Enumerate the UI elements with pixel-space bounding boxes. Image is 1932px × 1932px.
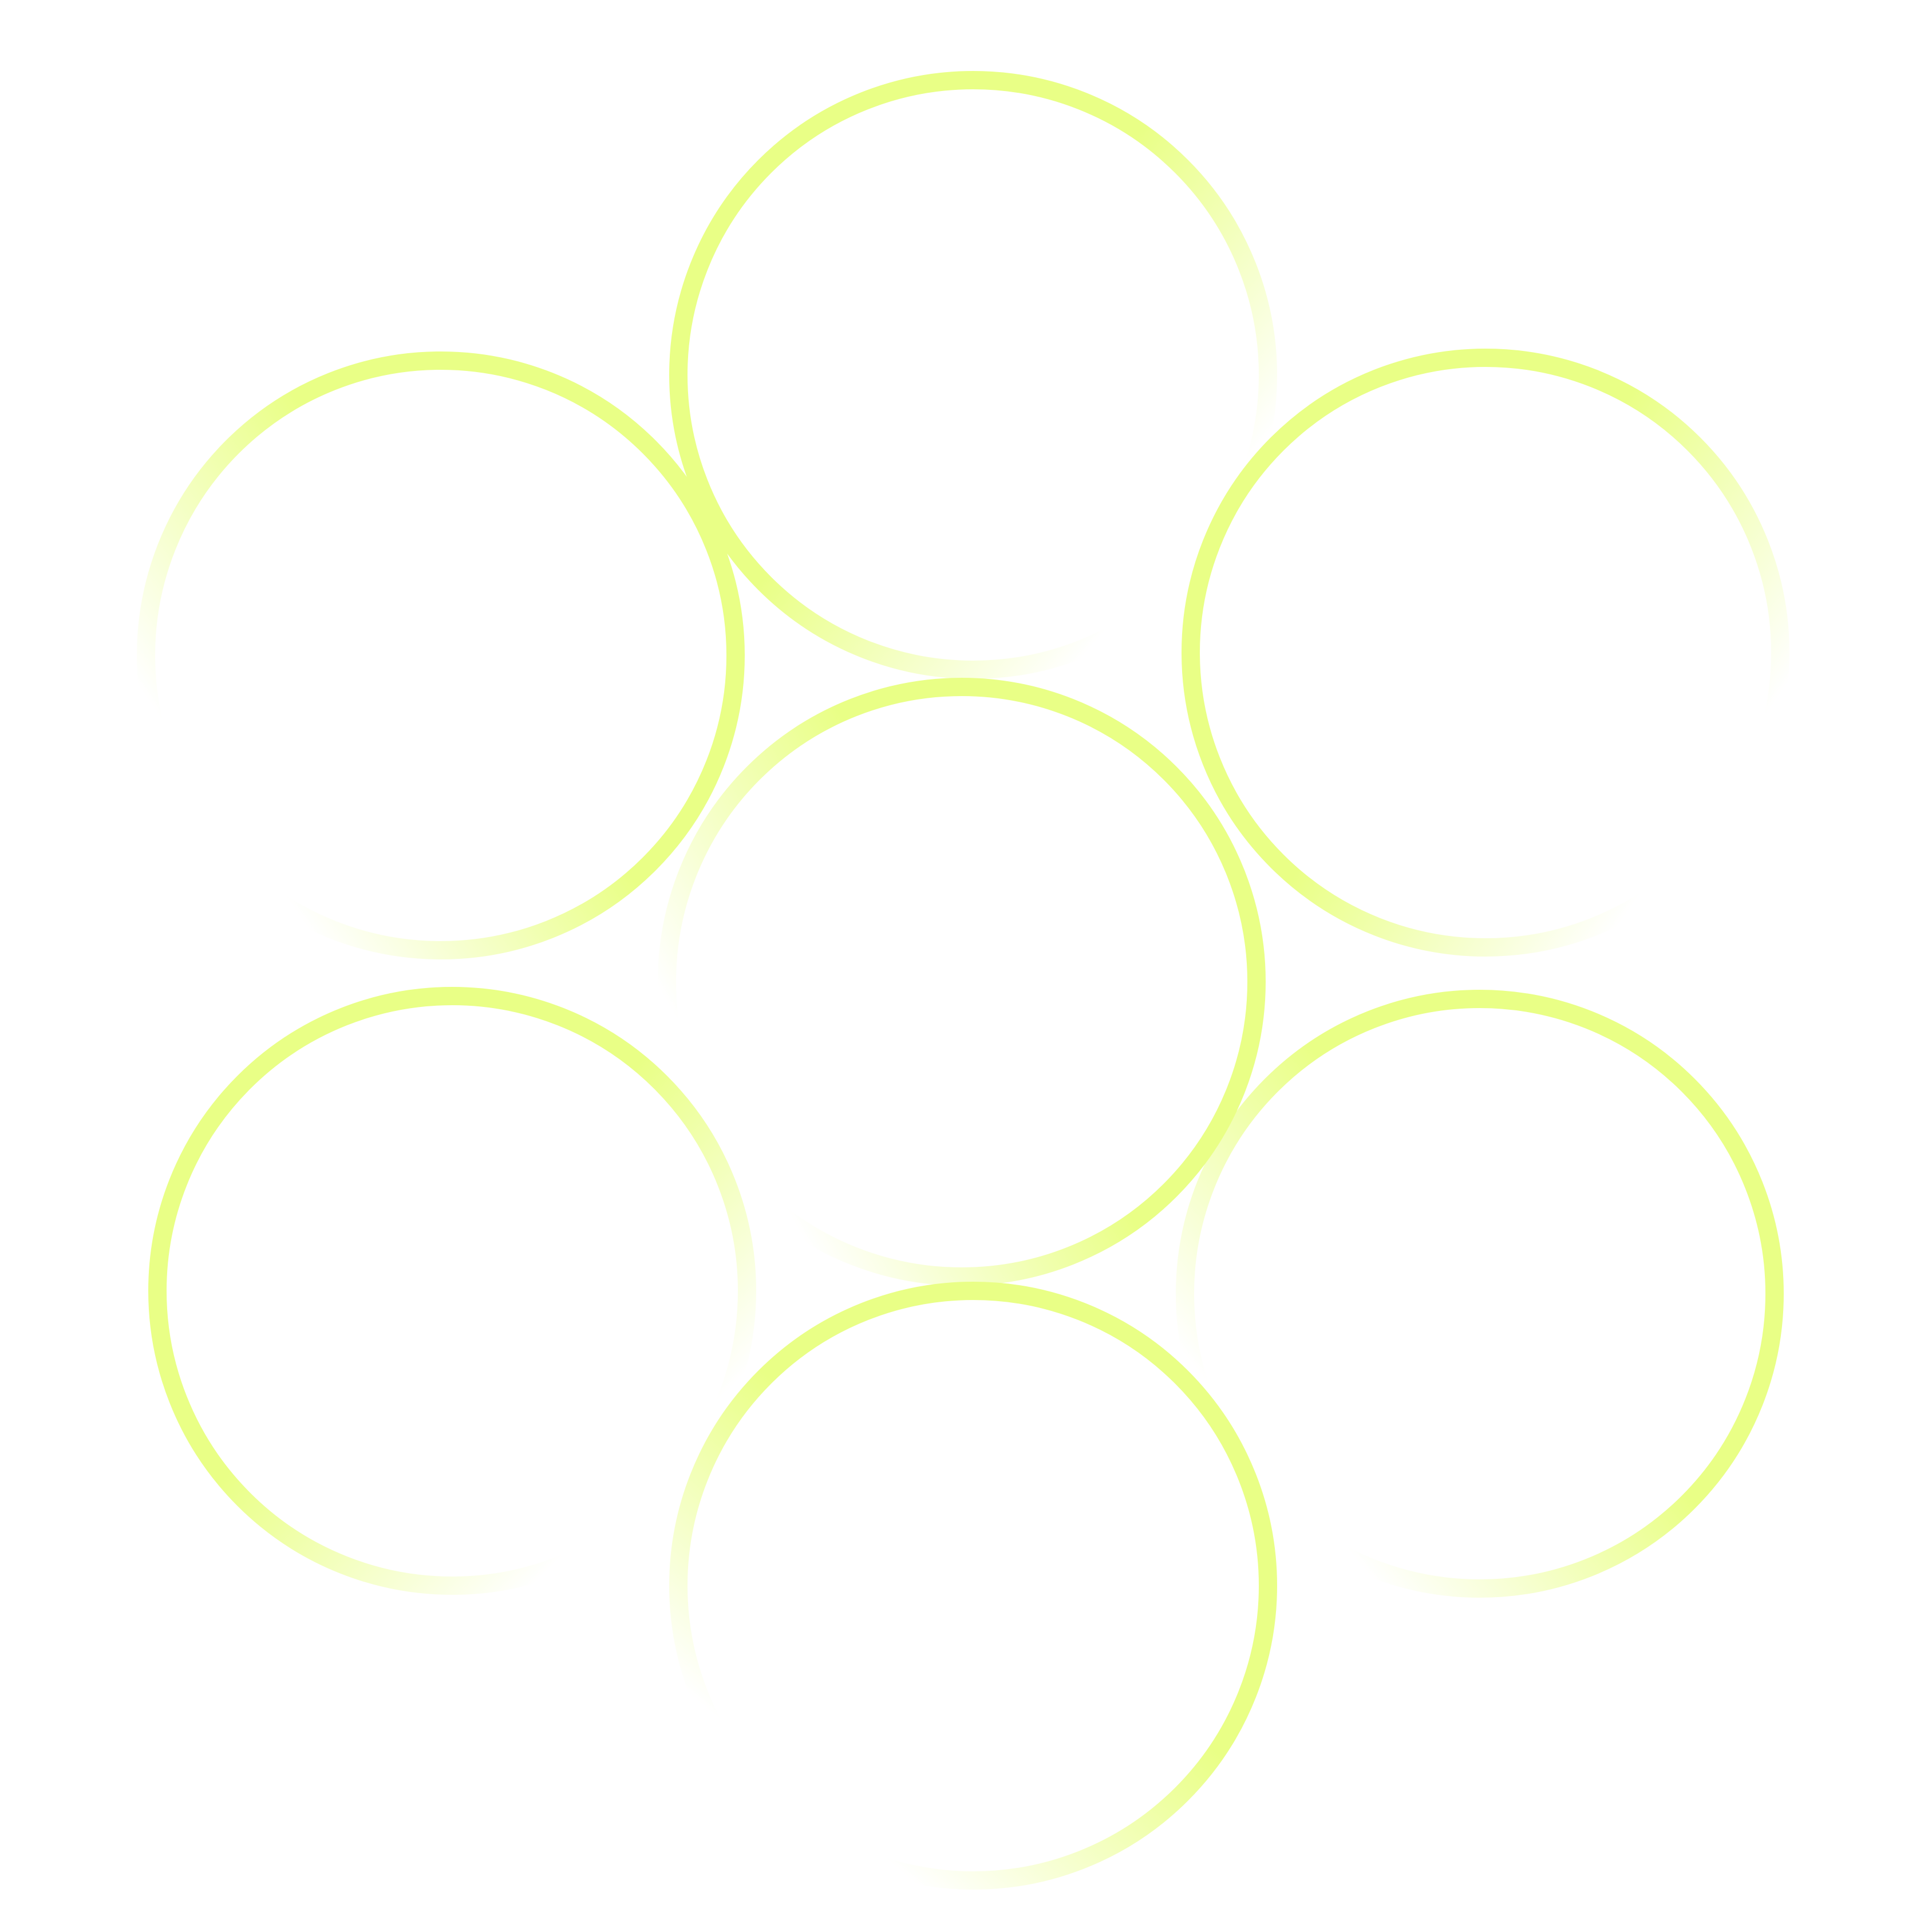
ring-lower-left — [148, 987, 756, 1595]
ring-top — [669, 71, 1277, 679]
ring-center — [658, 678, 1266, 1286]
ring-upper-left — [137, 351, 745, 959]
ring-lower-right — [1176, 990, 1784, 1598]
ring-bottom — [669, 1282, 1277, 1890]
ring-upper-right — [1182, 349, 1789, 957]
rings-group — [137, 71, 1789, 1890]
